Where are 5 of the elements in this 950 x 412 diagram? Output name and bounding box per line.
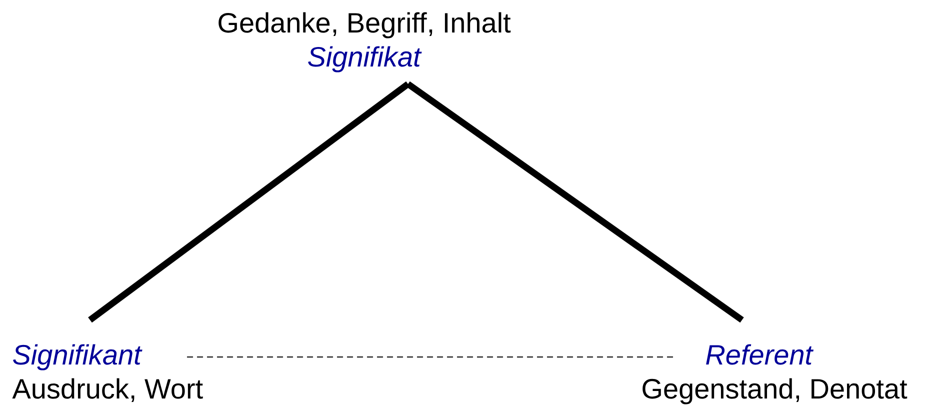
term-label: Signifikant Ausdruck, Wort <box>12 344 203 402</box>
triangle-side <box>406 81 744 323</box>
triangle-side <box>88 81 410 323</box>
term-label: Referent Gegenstand, Denotat <box>642 344 908 404</box>
term-label: Gedanke, Begriff, Inhalt Signifikat <box>218 12 511 72</box>
